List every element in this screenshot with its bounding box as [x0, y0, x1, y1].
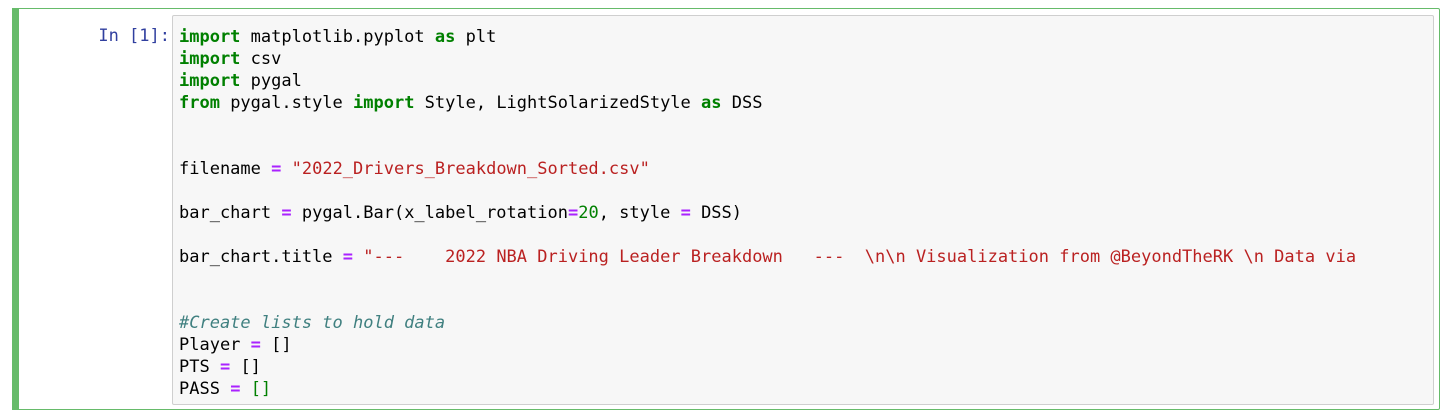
code-token: DSS) [690, 203, 743, 223]
code-token: as [701, 93, 722, 113]
code-token: = [230, 379, 241, 399]
code-line [179, 136, 1433, 158]
code-token [353, 247, 363, 267]
code-token: Player [179, 335, 251, 355]
code-token: import [353, 93, 415, 113]
code-token: [] [230, 357, 261, 377]
code-line [179, 114, 1433, 136]
code-token: = [342, 247, 354, 267]
code-line: bar_chart.title = "--- 2022 NBA Driving … [179, 246, 1433, 268]
code-token: import [179, 49, 241, 69]
code-token: "--- 2022 NBA Driving Leader Breakdown -… [363, 247, 1357, 267]
code-line: bar_chart = pygal.Bar(x_label_rotation=2… [179, 202, 1433, 224]
input-prompt: In [1]: [98, 26, 170, 46]
code-token: DSS [721, 93, 763, 113]
code-token: import [179, 27, 241, 47]
code-token: plt [455, 27, 497, 47]
code-token: = [219, 357, 231, 377]
code-token: = [680, 203, 691, 223]
code-line: filename = "2022_Drivers_Breakdown_Sorte… [179, 158, 1433, 180]
code-token: [] [260, 335, 292, 355]
code-line: Player = [] [179, 334, 1433, 356]
code-line [179, 180, 1433, 202]
code-token: bar_chart [179, 203, 282, 223]
code-token: pygal.style [219, 93, 354, 113]
code-token: = [567, 203, 579, 223]
code-line [179, 224, 1433, 246]
code-token: from [179, 93, 220, 113]
code-line: from pygal.style import Style, LightSola… [179, 92, 1433, 114]
code-line: PTS = [] [179, 356, 1433, 378]
code-token: = [271, 159, 282, 179]
code-token: "2022_Drivers_Breakdown_Sorted.csv" [291, 159, 650, 179]
code-token: as [434, 27, 456, 47]
code-token: import [179, 71, 241, 91]
code-token: filename [179, 159, 272, 179]
code-line: import csv [179, 48, 1433, 70]
code-token: csv [240, 49, 282, 69]
code-token: #Create lists to hold data [179, 313, 446, 333]
code-line: import pygal [179, 70, 1433, 92]
selected-cell-indicator [12, 8, 19, 410]
code-token: , style [598, 203, 681, 223]
code-token: pygal [240, 71, 302, 91]
code-token: PASS [179, 379, 231, 399]
code-line: PASS = [] [179, 378, 1433, 400]
code-token: 20 [578, 203, 599, 223]
code-token: pygal.Bar(x_label_rotation [291, 203, 568, 223]
code-token: = [281, 203, 292, 223]
code-token: matplotlib.pyplot [240, 27, 435, 47]
code-token [281, 159, 291, 179]
code-token: bar_chart.title [179, 247, 343, 267]
code-line [179, 268, 1433, 290]
code-token [240, 379, 250, 399]
code-line [179, 290, 1433, 312]
code-token: [] [250, 379, 272, 399]
code-token: = [250, 335, 261, 355]
code-token: Style, LightSolarizedStyle [414, 93, 702, 113]
code-line: #Create lists to hold data [179, 312, 1433, 334]
code-line: import matplotlib.pyplot as plt [179, 26, 1433, 48]
code-token: PTS [179, 357, 220, 377]
